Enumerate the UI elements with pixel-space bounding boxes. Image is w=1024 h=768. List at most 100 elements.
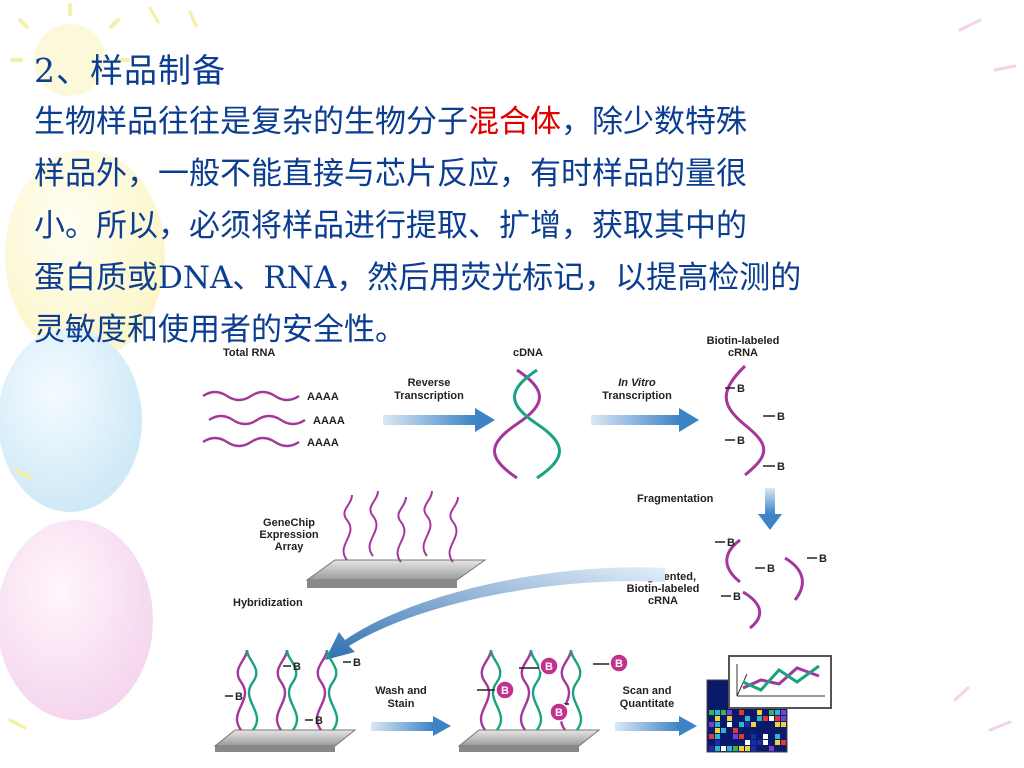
heatmap-cell <box>769 716 774 721</box>
heatmap-cell <box>745 746 750 751</box>
label-scan: Scan and <box>623 685 672 697</box>
heatmap-cell <box>709 746 714 751</box>
label-hybridization: Hybridization <box>233 597 303 609</box>
biotin-marker: B <box>777 461 785 473</box>
heatmap-cell <box>733 746 738 751</box>
heatmap-cell <box>715 734 720 739</box>
heatmap-cell <box>775 710 780 715</box>
heatmap-cell <box>763 716 768 721</box>
balloon-icon <box>5 150 165 360</box>
label-wash: Wash and <box>375 685 427 697</box>
poly-a-tail: AAAA <box>307 391 339 403</box>
heatmap-cell <box>763 740 768 745</box>
heatmap-cell <box>751 746 756 751</box>
label-in-vitro: In Vitro <box>618 377 656 389</box>
heatmap-cell <box>721 728 726 733</box>
heatmap-cell <box>721 710 726 715</box>
heatmap-cell <box>781 710 786 715</box>
heatmap-cell <box>751 734 756 739</box>
biotin-marker: B <box>545 661 553 673</box>
biotin-marker: B <box>733 591 741 603</box>
sparkle-icon <box>953 18 1017 732</box>
stained-chip <box>457 649 611 752</box>
sun-icon <box>10 3 130 96</box>
label-fragmented-biotin: Biotin-labeled <box>627 583 700 595</box>
biotin-marker: B <box>353 657 361 669</box>
crna-strand <box>724 364 766 477</box>
label-total-rna: Total RNA <box>223 347 275 359</box>
sample-prep-diagram: Total RNA AAAA AAAA AAAA Reverse Transcr… <box>202 335 832 753</box>
biotin-marker: B <box>501 685 509 697</box>
result-line-chart-icon <box>728 655 832 709</box>
rna-strands <box>202 390 306 448</box>
heatmap-cell <box>775 740 780 745</box>
heatmap-cell <box>721 734 726 739</box>
arrow-icon <box>591 408 699 432</box>
curved-arrow-icon <box>325 567 665 660</box>
biotin-marker: B <box>315 715 323 727</box>
label-quantitate: Quantitate <box>620 698 674 710</box>
heatmap-cell <box>733 728 738 733</box>
biotin-marker: B <box>615 658 623 670</box>
poly-a-tail: AAAA <box>307 437 339 449</box>
label-transcription: Transcription <box>394 390 464 402</box>
body-line-3: 小。所以，必须将样品进行提取、扩增，获取其中的 <box>34 208 747 244</box>
heatmap-cell <box>739 746 744 751</box>
heatmap-cell <box>775 716 780 721</box>
heatmap-cell <box>727 710 732 715</box>
biotin-marker: B <box>293 661 301 673</box>
heatmap-cell <box>763 710 768 715</box>
heatmap-cell <box>709 710 714 715</box>
heatmap-cell <box>721 746 726 751</box>
heatmap-cell <box>757 716 762 721</box>
label-expression: Expression <box>259 529 319 541</box>
heatmap-cell <box>751 740 756 745</box>
arrow-icon <box>615 716 697 736</box>
cdna-double-helix <box>493 368 561 480</box>
label-fragmented-crna: cRNA <box>648 595 678 607</box>
biotin-marker: B <box>767 563 775 575</box>
label-crna: cRNA <box>728 347 758 359</box>
heatmap-cell <box>721 740 726 745</box>
heatmap-cell <box>709 734 714 739</box>
label-stain: Stain <box>388 698 415 710</box>
slide-body: 生物样品往往是复杂的生物分子混合体，除少数特殊 样品外，一般不能直接与芯片反应，… <box>34 96 964 356</box>
heatmap-cell <box>781 716 786 721</box>
balloon-icon <box>0 520 153 720</box>
heatmap-cell <box>769 746 774 751</box>
heatmap-cell <box>727 722 732 727</box>
highlight-term: 混合体 <box>468 104 561 140</box>
biotin-marker: B <box>727 537 735 549</box>
heatmap-cell <box>733 734 738 739</box>
sparkle-icon <box>8 6 198 730</box>
heatmap-cell <box>763 746 768 751</box>
arrow-icon <box>383 408 495 432</box>
heatmap-cell <box>757 710 762 715</box>
heatmap-cell <box>727 716 732 721</box>
label-reverse: Reverse <box>408 377 451 389</box>
label-genechip: GeneChip <box>263 517 315 529</box>
genechip-array <box>305 490 487 588</box>
biotin-marker: B <box>737 383 745 395</box>
heatmap-cell <box>775 734 780 739</box>
biotin-marker: B <box>819 553 827 565</box>
fragmented-crna <box>725 538 804 630</box>
heatmap-cell <box>739 710 744 715</box>
label-fragmentation: Fragmentation <box>637 493 714 505</box>
slide-title: 2、样品制备 <box>34 51 226 90</box>
label-ivt-transcription: Transcription <box>602 390 672 402</box>
heatmap-cell <box>745 716 750 721</box>
stain-marker-icon <box>495 653 629 722</box>
heatmap-cell <box>739 734 744 739</box>
heatmap-cell <box>781 740 786 745</box>
heatmap-cell <box>745 722 750 727</box>
body-line-2: 样品外，一般不能直接与芯片反应，有时样品的量很 <box>34 156 747 192</box>
heatmap-cell <box>769 710 774 715</box>
heatmap-cell <box>715 716 720 721</box>
arrow-icon <box>371 716 451 736</box>
heatmap-cell <box>745 740 750 745</box>
heatmap-cell <box>715 728 720 733</box>
biotin-marker: B <box>777 411 785 423</box>
heatmap-cell <box>715 746 720 751</box>
